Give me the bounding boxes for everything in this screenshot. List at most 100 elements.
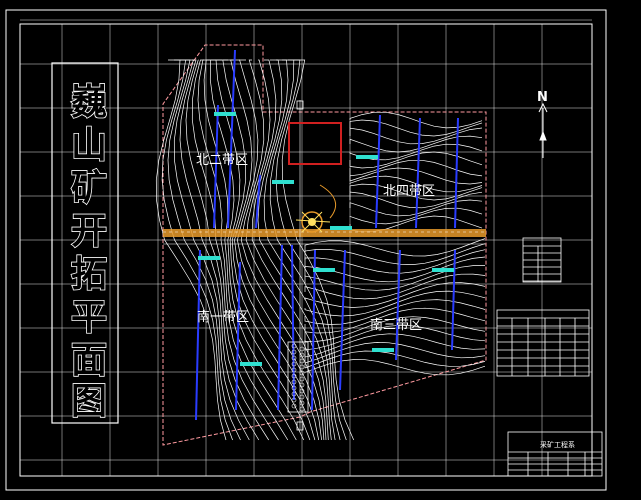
contour-line	[179, 59, 260, 441]
hatch-ring	[299, 406, 305, 412]
title-char: 矿	[70, 167, 108, 210]
pillar-hatch-pattern	[291, 343, 305, 412]
fault-line	[235, 261, 241, 411]
contour-line	[304, 359, 486, 376]
fault-lines	[195, 49, 459, 421]
contour-line	[304, 243, 486, 265]
contour-line	[245, 59, 327, 441]
contour-line	[304, 342, 486, 364]
hatch-ring	[291, 361, 297, 367]
contour-line	[209, 59, 305, 441]
contour-line	[304, 290, 486, 317]
hatch-ring	[299, 370, 305, 376]
contour-line	[304, 273, 486, 300]
hatch-ring	[299, 364, 305, 370]
contour-line	[349, 175, 483, 193]
contour-lines	[155, 59, 486, 441]
contour-line	[173, 59, 250, 441]
hatch-ring	[291, 379, 297, 385]
hatch-ring	[291, 403, 297, 409]
fault-line	[415, 117, 421, 229]
fault-line	[255, 174, 261, 229]
contour-line	[269, 59, 341, 441]
label-tag	[240, 362, 262, 366]
contour-line	[349, 207, 483, 225]
label-tag	[214, 112, 236, 116]
north-label: N	[537, 90, 548, 105]
contour-line	[304, 238, 486, 257]
fault-line	[339, 249, 346, 391]
hatch-ring	[291, 397, 297, 403]
contour-line	[203, 59, 297, 441]
hatch-ring	[299, 358, 305, 364]
contour-line	[237, 59, 322, 441]
shaft-marker-bottom	[296, 421, 304, 431]
contour-line	[304, 249, 486, 274]
contour-line	[263, 59, 336, 441]
hatch-ring	[299, 388, 305, 394]
label-tag	[313, 268, 335, 272]
hatch-ring	[291, 343, 297, 349]
contour-line	[349, 111, 483, 129]
contour-line	[349, 199, 483, 217]
title-box-frame	[51, 62, 119, 424]
contour-line	[155, 59, 227, 441]
hatch-ring	[291, 349, 297, 355]
label-tag	[272, 180, 294, 184]
industrial-square-boundary	[288, 122, 342, 165]
legend-table-large	[496, 309, 590, 377]
title-char: 开	[70, 210, 108, 253]
shaft-pillar-hatch	[287, 341, 309, 413]
hatch-ring	[291, 355, 297, 361]
hatch-ring	[291, 391, 297, 397]
contour-line	[161, 59, 233, 441]
fault-line	[311, 249, 316, 411]
contour-line	[167, 59, 241, 441]
legend-table-small	[522, 237, 562, 283]
north-arrow	[538, 102, 548, 158]
drawing-title-block	[507, 431, 603, 477]
shaft-marker-top	[296, 100, 304, 110]
contour-line	[281, 59, 355, 441]
contour-line	[275, 59, 347, 441]
contour-line	[257, 59, 332, 441]
hatch-ring	[299, 394, 305, 400]
label-tag	[330, 226, 352, 230]
zone-label-north-4: 北四带区	[383, 184, 436, 199]
hatch-ring	[299, 400, 305, 406]
label-tag	[198, 256, 220, 260]
main-roadway	[163, 229, 486, 237]
contour-line	[251, 59, 329, 441]
zone-label-south-1: 南一带区	[197, 310, 250, 325]
fault-line	[395, 249, 401, 361]
fault-line	[454, 117, 459, 229]
fault-line	[195, 249, 201, 421]
title-block-text: 采矿工程系	[540, 441, 575, 449]
contour-line	[349, 151, 483, 169]
central-works-cluster	[295, 184, 337, 233]
outer-sheet-frame	[5, 9, 607, 491]
hatch-ring	[299, 376, 305, 382]
title-char: 拓	[70, 253, 108, 296]
fault-line	[213, 104, 219, 229]
contour-line	[215, 59, 311, 441]
hatch-ring	[291, 385, 297, 391]
fault-line	[277, 244, 283, 411]
label-tag	[356, 155, 378, 159]
mine-field-boundary	[162, 44, 487, 446]
contour-line	[349, 159, 483, 177]
contour-line	[349, 119, 483, 137]
title-char: 山	[70, 124, 108, 167]
contour-line	[185, 59, 269, 441]
label-tags	[198, 112, 454, 366]
title-char: 平	[70, 296, 108, 339]
contour-line	[304, 282, 486, 308]
contour-line	[240, 59, 325, 441]
zone-label-north-2: 北二带区	[196, 153, 249, 168]
contour-line	[197, 59, 289, 441]
hatch-ring	[299, 346, 305, 352]
fault-line	[451, 249, 456, 351]
contour-line	[349, 127, 483, 145]
